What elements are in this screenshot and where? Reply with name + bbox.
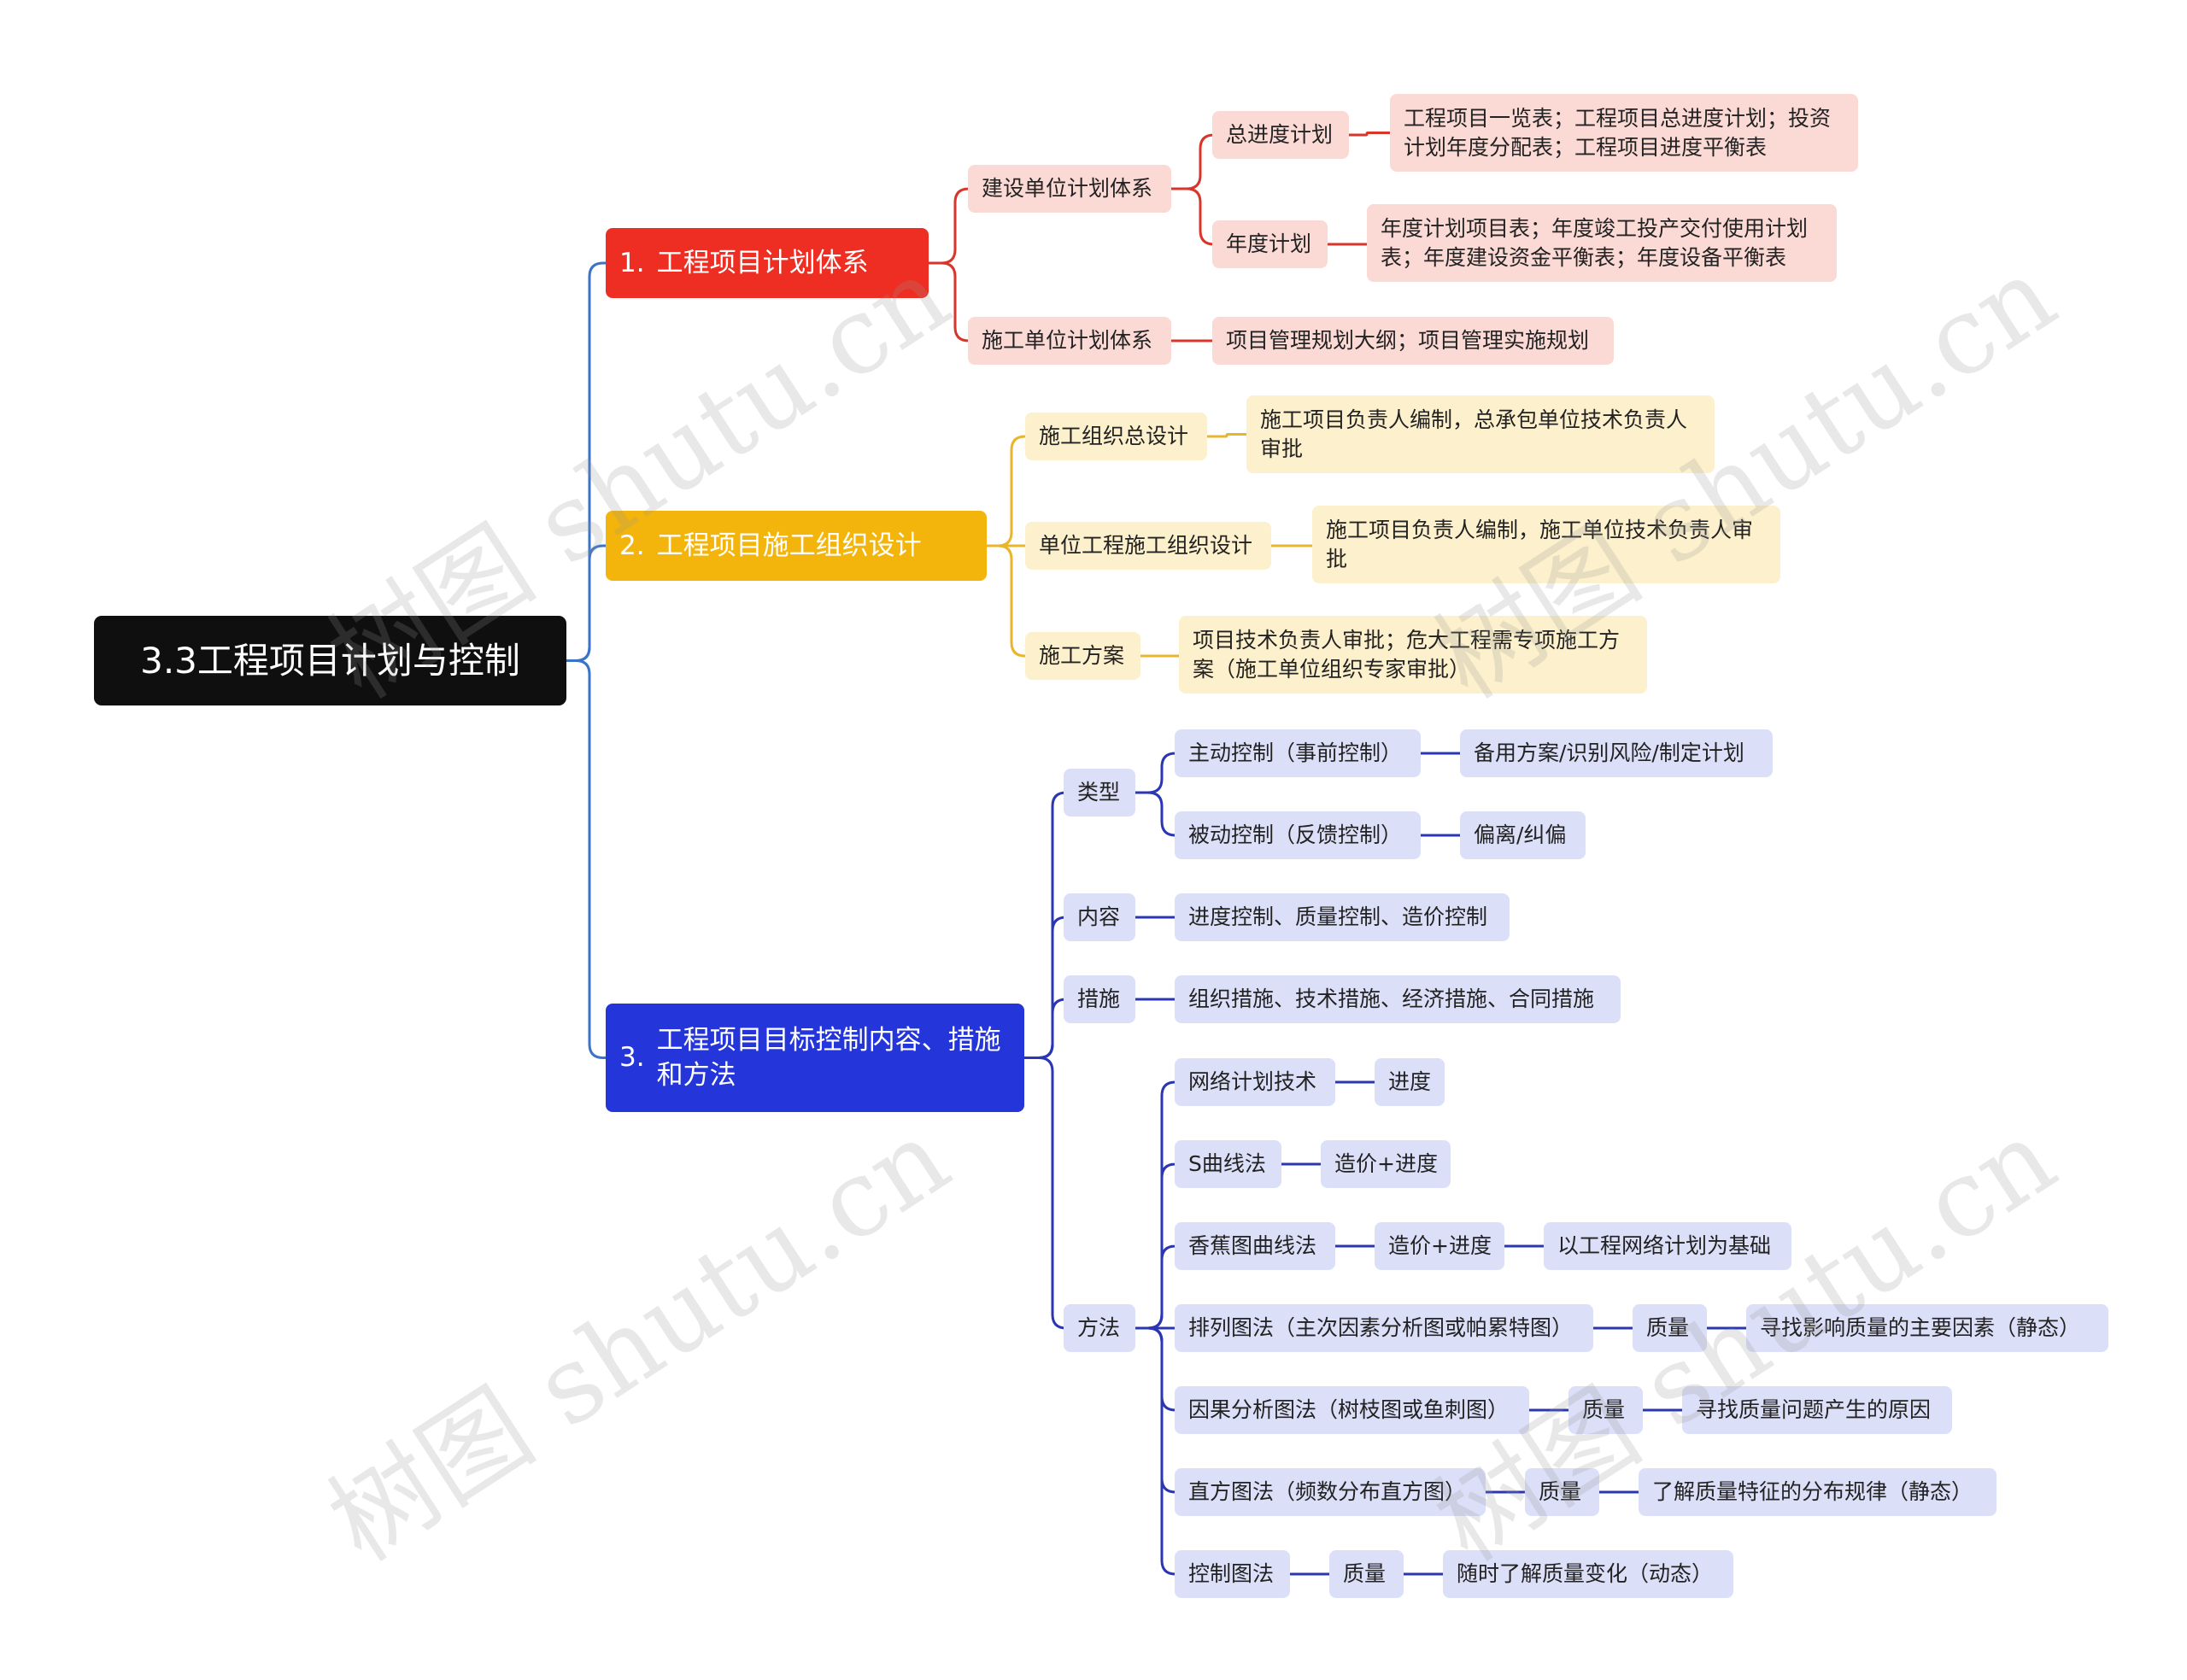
connector-node-active-control	[1135, 752, 1176, 794]
connector-node-construction-scheme	[987, 544, 1026, 658]
node-banana-curve[interactable]: 香蕉图曲线法	[1175, 1222, 1335, 1270]
node-banana-curve-basis[interactable]: 以工程网络计划为基础	[1544, 1222, 1791, 1270]
node-pareto-chart-target[interactable]: 质量	[1633, 1304, 1707, 1352]
node-content-detail[interactable]: 进度控制、质量控制、造价控制	[1175, 893, 1510, 941]
node-annual-plan-detail[interactable]: 年度计划项目表；年度竣工投产交付使用计划表；年度建设资金平衡表；年度设备平衡表	[1367, 204, 1837, 282]
branch-title: 工程项目目标控制内容、措施和方法	[656, 1024, 1001, 1091]
node-construction-unit-plan[interactable]: 建设单位计划体系	[968, 165, 1171, 213]
branch-number: 3.	[619, 1042, 645, 1073]
node-s-curve[interactable]: S曲线法	[1175, 1140, 1281, 1188]
branch-3-node[interactable]: 3. 工程项目目标控制内容、措施和方法	[606, 1004, 1024, 1112]
connector-node-construction-unit-plan	[929, 187, 970, 265]
node-master-schedule[interactable]: 总进度计划	[1212, 111, 1349, 159]
node-type[interactable]: 类型	[1064, 769, 1135, 817]
node-cause-effect-target[interactable]: 质量	[1568, 1386, 1643, 1434]
node-methods[interactable]: 方法	[1064, 1304, 1135, 1352]
connector-node-master-schedule-detail	[1349, 132, 1390, 137]
node-contractor-plan-detail[interactable]: 项目管理规划大纲；项目管理实施规划	[1212, 317, 1614, 365]
node-construction-scheme-detail[interactable]: 项目技术负责人审批；危大工程需专项施工方案（施工单位组织专家审批）	[1179, 616, 1647, 694]
node-cause-effect[interactable]: 因果分析图法（树枝图或鱼刺图）	[1175, 1386, 1529, 1434]
branch-2-node[interactable]: 2. 工程项目施工组织设计	[606, 511, 987, 581]
node-cause-effect-purpose[interactable]: 寻找质量问题产生的原因	[1682, 1386, 1952, 1434]
node-control-chart[interactable]: 控制图法	[1175, 1550, 1290, 1598]
connector-node-passive-control	[1135, 791, 1176, 837]
node-contractor-plan[interactable]: 施工单位计划体系	[968, 317, 1171, 365]
node-pareto-chart[interactable]: 排列图法（主次因素分析图或帕累特图）	[1175, 1304, 1593, 1352]
branch-number: 1.	[619, 247, 645, 278]
node-control-chart-target[interactable]: 质量	[1329, 1550, 1404, 1598]
node-master-schedule-detail[interactable]: 工程项目一览表；工程项目总进度计划；投资计划年度分配表；工程项目进度平衡表	[1390, 94, 1858, 172]
connector-node-master-schedule	[1171, 133, 1215, 190]
connector-branch-1-node	[566, 261, 606, 662]
connector-node-cause-effect	[1135, 1326, 1176, 1412]
node-passive-control[interactable]: 被动控制（反馈控制）	[1175, 811, 1421, 859]
node-active-control-detail[interactable]: 备用方案/识别风险/制定计划	[1460, 729, 1773, 777]
node-histogram-purpose[interactable]: 了解质量特征的分布规律（静态）	[1639, 1468, 1996, 1516]
branch-title: 工程项目计划体系	[656, 247, 869, 278]
node-network-planning-target[interactable]: 进度	[1375, 1058, 1445, 1106]
node-content[interactable]: 内容	[1064, 893, 1135, 941]
connector-node-general-org-design	[987, 435, 1026, 547]
node-measures-detail[interactable]: 组织措施、技术措施、经济措施、合同措施	[1175, 975, 1621, 1023]
connector-node-network-planning	[1135, 1080, 1176, 1330]
node-annual-plan[interactable]: 年度计划	[1212, 220, 1328, 268]
node-general-org-design[interactable]: 施工组织总设计	[1025, 413, 1207, 460]
connector-node-annual-plan	[1171, 187, 1215, 246]
connector-node-control-chart	[1135, 1326, 1176, 1576]
node-measures[interactable]: 措施	[1064, 975, 1135, 1023]
node-s-curve-target[interactable]: 造价+进度	[1321, 1140, 1451, 1188]
root-node[interactable]: 3.3工程项目计划与控制	[94, 616, 566, 705]
node-control-chart-purpose[interactable]: 随时了解质量变化（动态）	[1443, 1550, 1733, 1598]
node-general-org-design-detail[interactable]: 施工项目负责人编制，总承包单位技术负责人审批	[1246, 395, 1715, 473]
branch-title: 工程项目施工组织设计	[656, 530, 922, 561]
node-pareto-chart-purpose[interactable]: 寻找影响质量的主要因素（静态）	[1746, 1304, 2108, 1352]
connector-node-content	[1024, 916, 1067, 1059]
branch-1-node[interactable]: 1. 工程项目计划体系	[606, 228, 929, 298]
node-banana-curve-target[interactable]: 造价+进度	[1375, 1222, 1504, 1270]
node-histogram-target[interactable]: 质量	[1525, 1468, 1599, 1516]
node-histogram[interactable]: 直方图法（频数分布直方图）	[1175, 1468, 1486, 1516]
connector-branch-3-node	[566, 659, 606, 1059]
node-network-planning[interactable]: 网络计划技术	[1175, 1058, 1335, 1106]
node-active-control[interactable]: 主动控制（事前控制）	[1175, 729, 1421, 777]
branch-number: 2.	[619, 530, 645, 561]
connector-node-contractor-plan	[929, 261, 970, 342]
node-unit-org-design-detail[interactable]: 施工项目负责人编制，施工单位技术负责人审批	[1312, 506, 1780, 583]
connector-node-banana-curve	[1135, 1244, 1176, 1330]
connector-branch-2-node	[566, 544, 606, 662]
connector-node-general-org-design-detail	[1207, 433, 1246, 438]
connector-node-type	[1024, 791, 1067, 1059]
node-unit-org-design[interactable]: 单位工程施工组织设计	[1025, 522, 1271, 570]
connector-node-methods	[1024, 1057, 1067, 1330]
connector-node-measures	[1024, 998, 1067, 1059]
node-construction-scheme[interactable]: 施工方案	[1025, 632, 1140, 680]
node-passive-control-detail[interactable]: 偏离/纠偏	[1460, 811, 1586, 859]
